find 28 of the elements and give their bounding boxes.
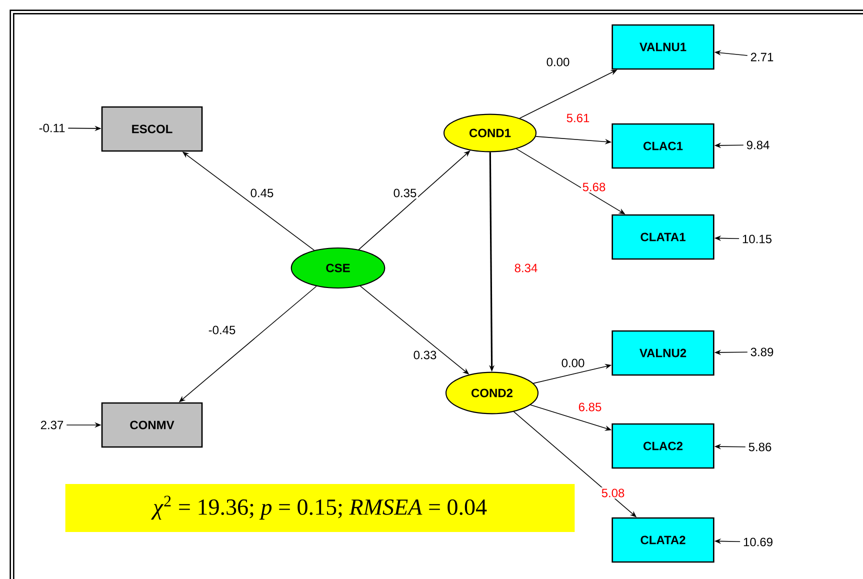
error-value: -0.11	[39, 124, 65, 132]
observed-variable-box: VALNU1	[612, 24, 714, 70]
error-value: 2.71	[750, 52, 774, 62]
error-value: 2.37	[40, 420, 64, 430]
observed-variable-box: CLATA1	[612, 214, 714, 260]
edge-label: 5.61	[565, 112, 592, 124]
edge-label: 6.85	[577, 401, 604, 413]
observed-variable-box: CLAC1	[612, 123, 714, 169]
edge-label: 0.00	[560, 357, 586, 369]
error-value: 3.89	[750, 348, 774, 356]
error-value: 9.84	[746, 140, 770, 150]
fit-statistics-box: χ$^{2}$ = 19.36; p = 0.15; RMSEA = 0.04	[65, 484, 575, 532]
edge-label: 8.34	[513, 262, 540, 274]
edge-label: 0.45	[249, 187, 276, 199]
edge-label: 5.68	[581, 181, 608, 193]
error-value: 10.69	[744, 538, 772, 546]
edge-label: -0.45	[207, 324, 238, 336]
error-value: 10.15	[742, 234, 772, 244]
observed-variable-box: ESCOL	[101, 106, 203, 152]
edge-label: 0.00	[545, 56, 572, 68]
edge-label: 5.08	[600, 487, 626, 499]
observed-variable-box: CLAC2	[612, 423, 714, 469]
observed-variable-box: CLATA2	[612, 517, 714, 563]
observed-variable-box: CONMV	[101, 402, 203, 448]
error-value: 5.86	[748, 442, 772, 452]
edge-label: 0.33	[412, 349, 438, 361]
observed-variable-box: VALNU2	[612, 330, 714, 376]
edge-label: 0.35	[392, 187, 418, 199]
